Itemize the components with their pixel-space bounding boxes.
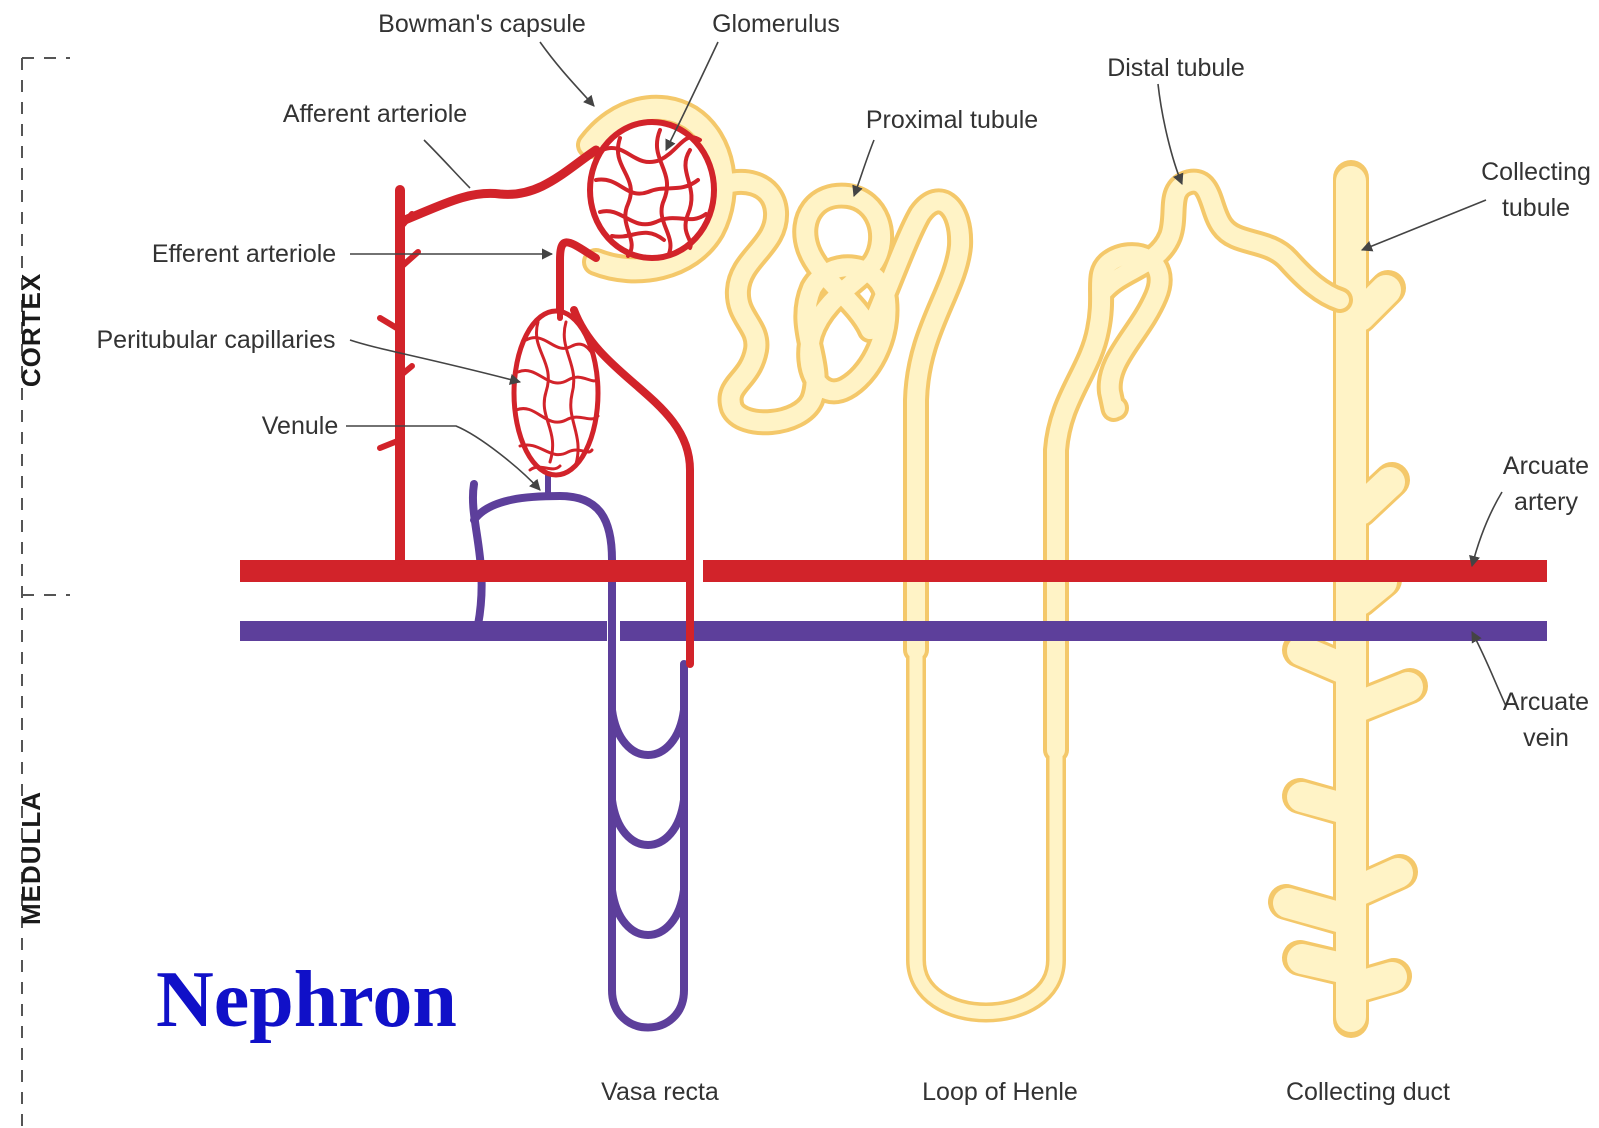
label-vasa-recta: Vasa recta bbox=[601, 1078, 719, 1106]
label-loop-of-henle: Loop of Henle bbox=[922, 1078, 1078, 1106]
label-arcuate-artery-1: Arcuate bbox=[1503, 452, 1589, 480]
label-venule: Venule bbox=[262, 412, 338, 440]
arcuate-artery bbox=[240, 556, 1547, 586]
label-afferent-arteriole: Afferent arteriole bbox=[283, 100, 467, 128]
label-efferent-arteriole: Efferent arteriole bbox=[152, 240, 336, 268]
label-arcuate-vein-2: vein bbox=[1523, 724, 1569, 752]
label-arcuate-vein-1: Arcuate bbox=[1503, 688, 1589, 716]
label-peritubular-capillaries: Peritubular capillaries bbox=[96, 326, 335, 354]
label-distal-tubule: Distal tubule bbox=[1107, 54, 1245, 82]
cortex-label: CORTEX bbox=[16, 273, 46, 387]
label-proximal-tubule: Proximal tubule bbox=[866, 106, 1038, 134]
medulla-label: MEDULLA bbox=[16, 791, 46, 925]
label-collecting-tubule-1: Collecting bbox=[1481, 158, 1591, 186]
label-arcuate-artery-2: artery bbox=[1514, 488, 1578, 516]
diagram-title: Nephron bbox=[156, 956, 457, 1044]
label-collecting-tubule-2: tubule bbox=[1502, 194, 1570, 222]
label-collecting-duct: Collecting duct bbox=[1286, 1078, 1450, 1106]
peritubular-capillaries bbox=[514, 310, 598, 475]
glomerulus bbox=[590, 122, 714, 258]
label-bowmans-capsule: Bowman's capsule bbox=[378, 10, 586, 38]
label-glomerulus: Glomerulus bbox=[712, 10, 840, 38]
region-bar bbox=[22, 58, 70, 1128]
vasa-recta bbox=[473, 470, 684, 1028]
